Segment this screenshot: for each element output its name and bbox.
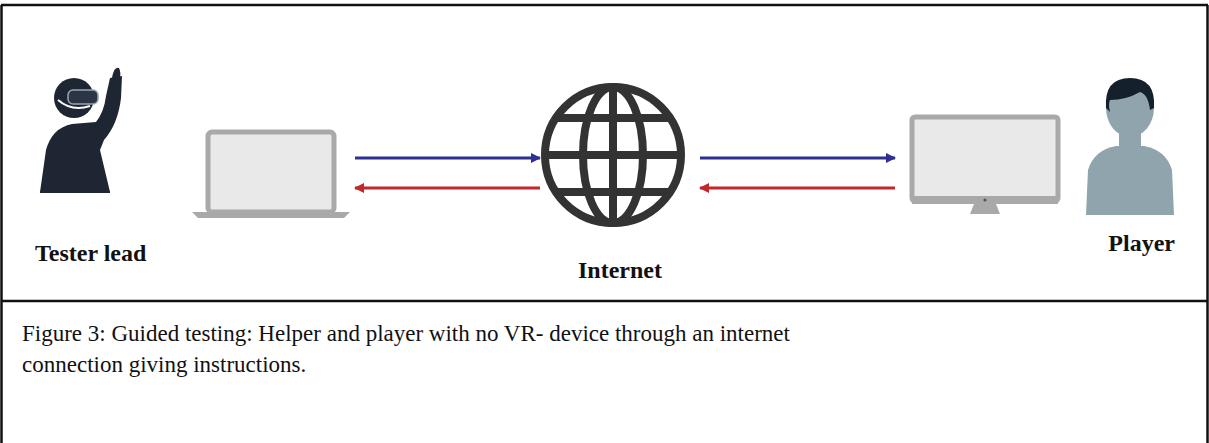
data-arrow — [355, 157, 540, 160]
monitor-icon — [912, 117, 1058, 214]
frame — [1, 5, 1208, 443]
vr-person-icon — [40, 68, 122, 192]
node-label: Player — [1108, 230, 1175, 257]
icon-group: Internet — [540, 75, 700, 290]
figure-caption: Figure 3: Guided testing: Helper and pla… — [22, 318, 872, 380]
icon-group: Tester lead — [25, 70, 355, 270]
data-arrow — [355, 187, 540, 190]
icon-group: Player — [895, 70, 1185, 260]
node-label: Internet — [578, 257, 662, 284]
globe-icon — [545, 87, 681, 223]
data-arrow — [700, 187, 895, 190]
node-label: Tester lead — [35, 240, 146, 267]
player-icon — [1086, 78, 1174, 215]
data-arrow — [700, 157, 895, 160]
laptop-icon — [192, 132, 350, 218]
